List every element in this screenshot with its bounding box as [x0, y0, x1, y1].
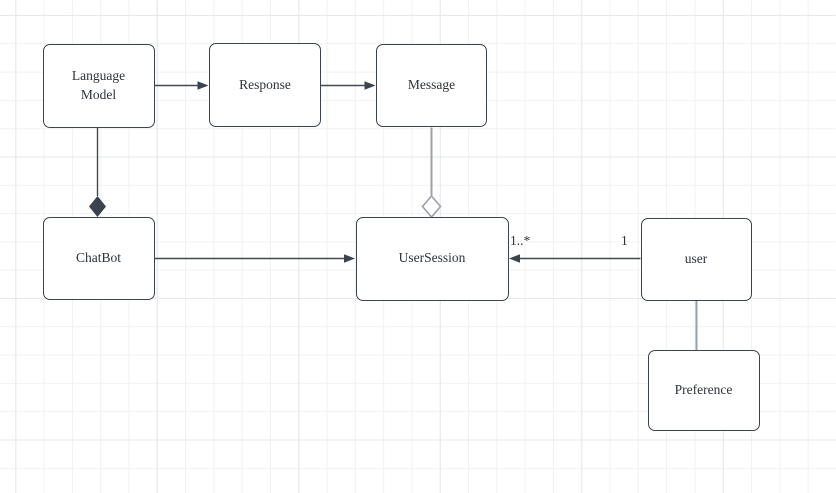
node-label: UserSession — [398, 250, 466, 266]
node-preference[interactable]: Preference — [647, 350, 760, 431]
node-language-model[interactable]: Language Model — [42, 43, 155, 128]
aggregation-diamond-icon — [421, 194, 442, 219]
node-label: Message — [407, 77, 456, 93]
node-label: user — [684, 250, 708, 266]
arrowhead-icon — [509, 254, 520, 263]
edge-user-usersession[interactable] — [509, 254, 641, 263]
edge-languagemodel-chatbot[interactable] — [89, 128, 106, 217]
node-label: Preference — [674, 382, 733, 398]
node-user-session[interactable]: UserSession — [355, 216, 509, 301]
arrowhead-icon — [344, 254, 355, 263]
arrowhead-icon — [364, 81, 376, 90]
edge-message-usersession[interactable] — [421, 127, 442, 219]
edge-response-message[interactable] — [321, 81, 376, 90]
arrowhead-icon — [197, 81, 209, 90]
composition-diamond-icon — [89, 196, 106, 217]
node-label: Response — [239, 76, 291, 92]
edge-chatbot-usersession[interactable] — [154, 254, 356, 263]
node-message[interactable]: Message — [376, 44, 487, 127]
edge-languagemodel-response[interactable] — [154, 81, 209, 90]
node-response[interactable]: Response — [209, 43, 321, 127]
node-chatbot[interactable]: ChatBot — [42, 217, 155, 300]
node-user[interactable]: user — [640, 217, 752, 301]
node-label: ChatBot — [75, 250, 121, 266]
multiplicity-label-source[interactable]: 1 — [621, 233, 628, 248]
multiplicity-label-target[interactable]: 1..* — [510, 233, 531, 248]
node-label: Language Model — [71, 68, 126, 102]
